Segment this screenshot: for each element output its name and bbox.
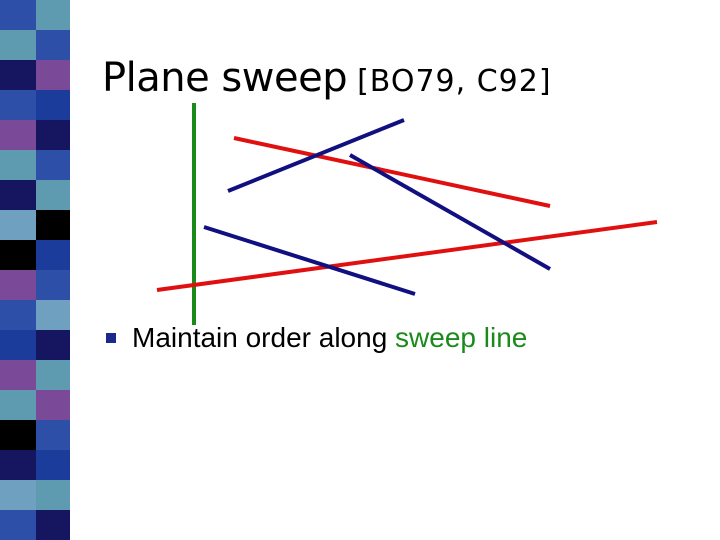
segment-blue-3: [203, 225, 416, 296]
strip-tile: [36, 360, 70, 390]
segment-blue-1: [227, 118, 405, 193]
strip-tile: [0, 510, 36, 540]
strip-tile: [0, 300, 36, 330]
bullet-text: Maintain order along sweep line: [132, 322, 527, 354]
slide-title: Plane sweep [BO79, C92]: [102, 55, 552, 101]
strip-tile: [0, 270, 36, 300]
strip-tile: [0, 180, 36, 210]
strip-tile: [0, 60, 36, 90]
strip-tile: [36, 390, 70, 420]
strip-tile: [0, 480, 36, 510]
strip-tile: [0, 420, 36, 450]
strip-tile: [0, 90, 36, 120]
strip-tile: [0, 210, 36, 240]
strip-tile: [0, 330, 36, 360]
strip-tile: [36, 120, 70, 150]
strip-tile: [0, 30, 36, 60]
strip-tile: [36, 90, 70, 120]
strip-tile: [36, 240, 70, 270]
segment-red-upper: [233, 136, 551, 208]
strip-tile: [0, 0, 36, 30]
decorative-left-strip: [0, 0, 70, 540]
bullet-highlight: sweep line: [395, 322, 528, 353]
bullet-item: Maintain order along sweep line: [106, 322, 527, 354]
strip-tile: [0, 240, 36, 270]
strip-column-left: [0, 0, 36, 540]
strip-tile: [36, 300, 70, 330]
strip-tile: [36, 150, 70, 180]
strip-tile: [36, 30, 70, 60]
strip-tile: [36, 330, 70, 360]
strip-tile: [0, 390, 36, 420]
title-citation: [BO79, C92]: [357, 64, 552, 99]
strip-tile: [36, 510, 70, 540]
strip-tile: [36, 180, 70, 210]
strip-tile: [0, 450, 36, 480]
strip-tile: [36, 420, 70, 450]
strip-tile: [0, 120, 36, 150]
segment-blue-2: [349, 153, 551, 271]
strip-tile: [0, 150, 36, 180]
segment-red-lower: [156, 220, 658, 292]
strip-column-right: [36, 0, 70, 540]
bullet-square-icon: [106, 333, 116, 343]
strip-tile: [36, 210, 70, 240]
strip-tile: [36, 450, 70, 480]
strip-tile: [36, 270, 70, 300]
strip-tile: [36, 0, 70, 30]
bullet-text-before: Maintain order along: [132, 322, 396, 353]
strip-tile: [0, 360, 36, 390]
title-text: Plane sweep: [102, 55, 348, 101]
strip-tile: [36, 480, 70, 510]
strip-tile: [36, 60, 70, 90]
